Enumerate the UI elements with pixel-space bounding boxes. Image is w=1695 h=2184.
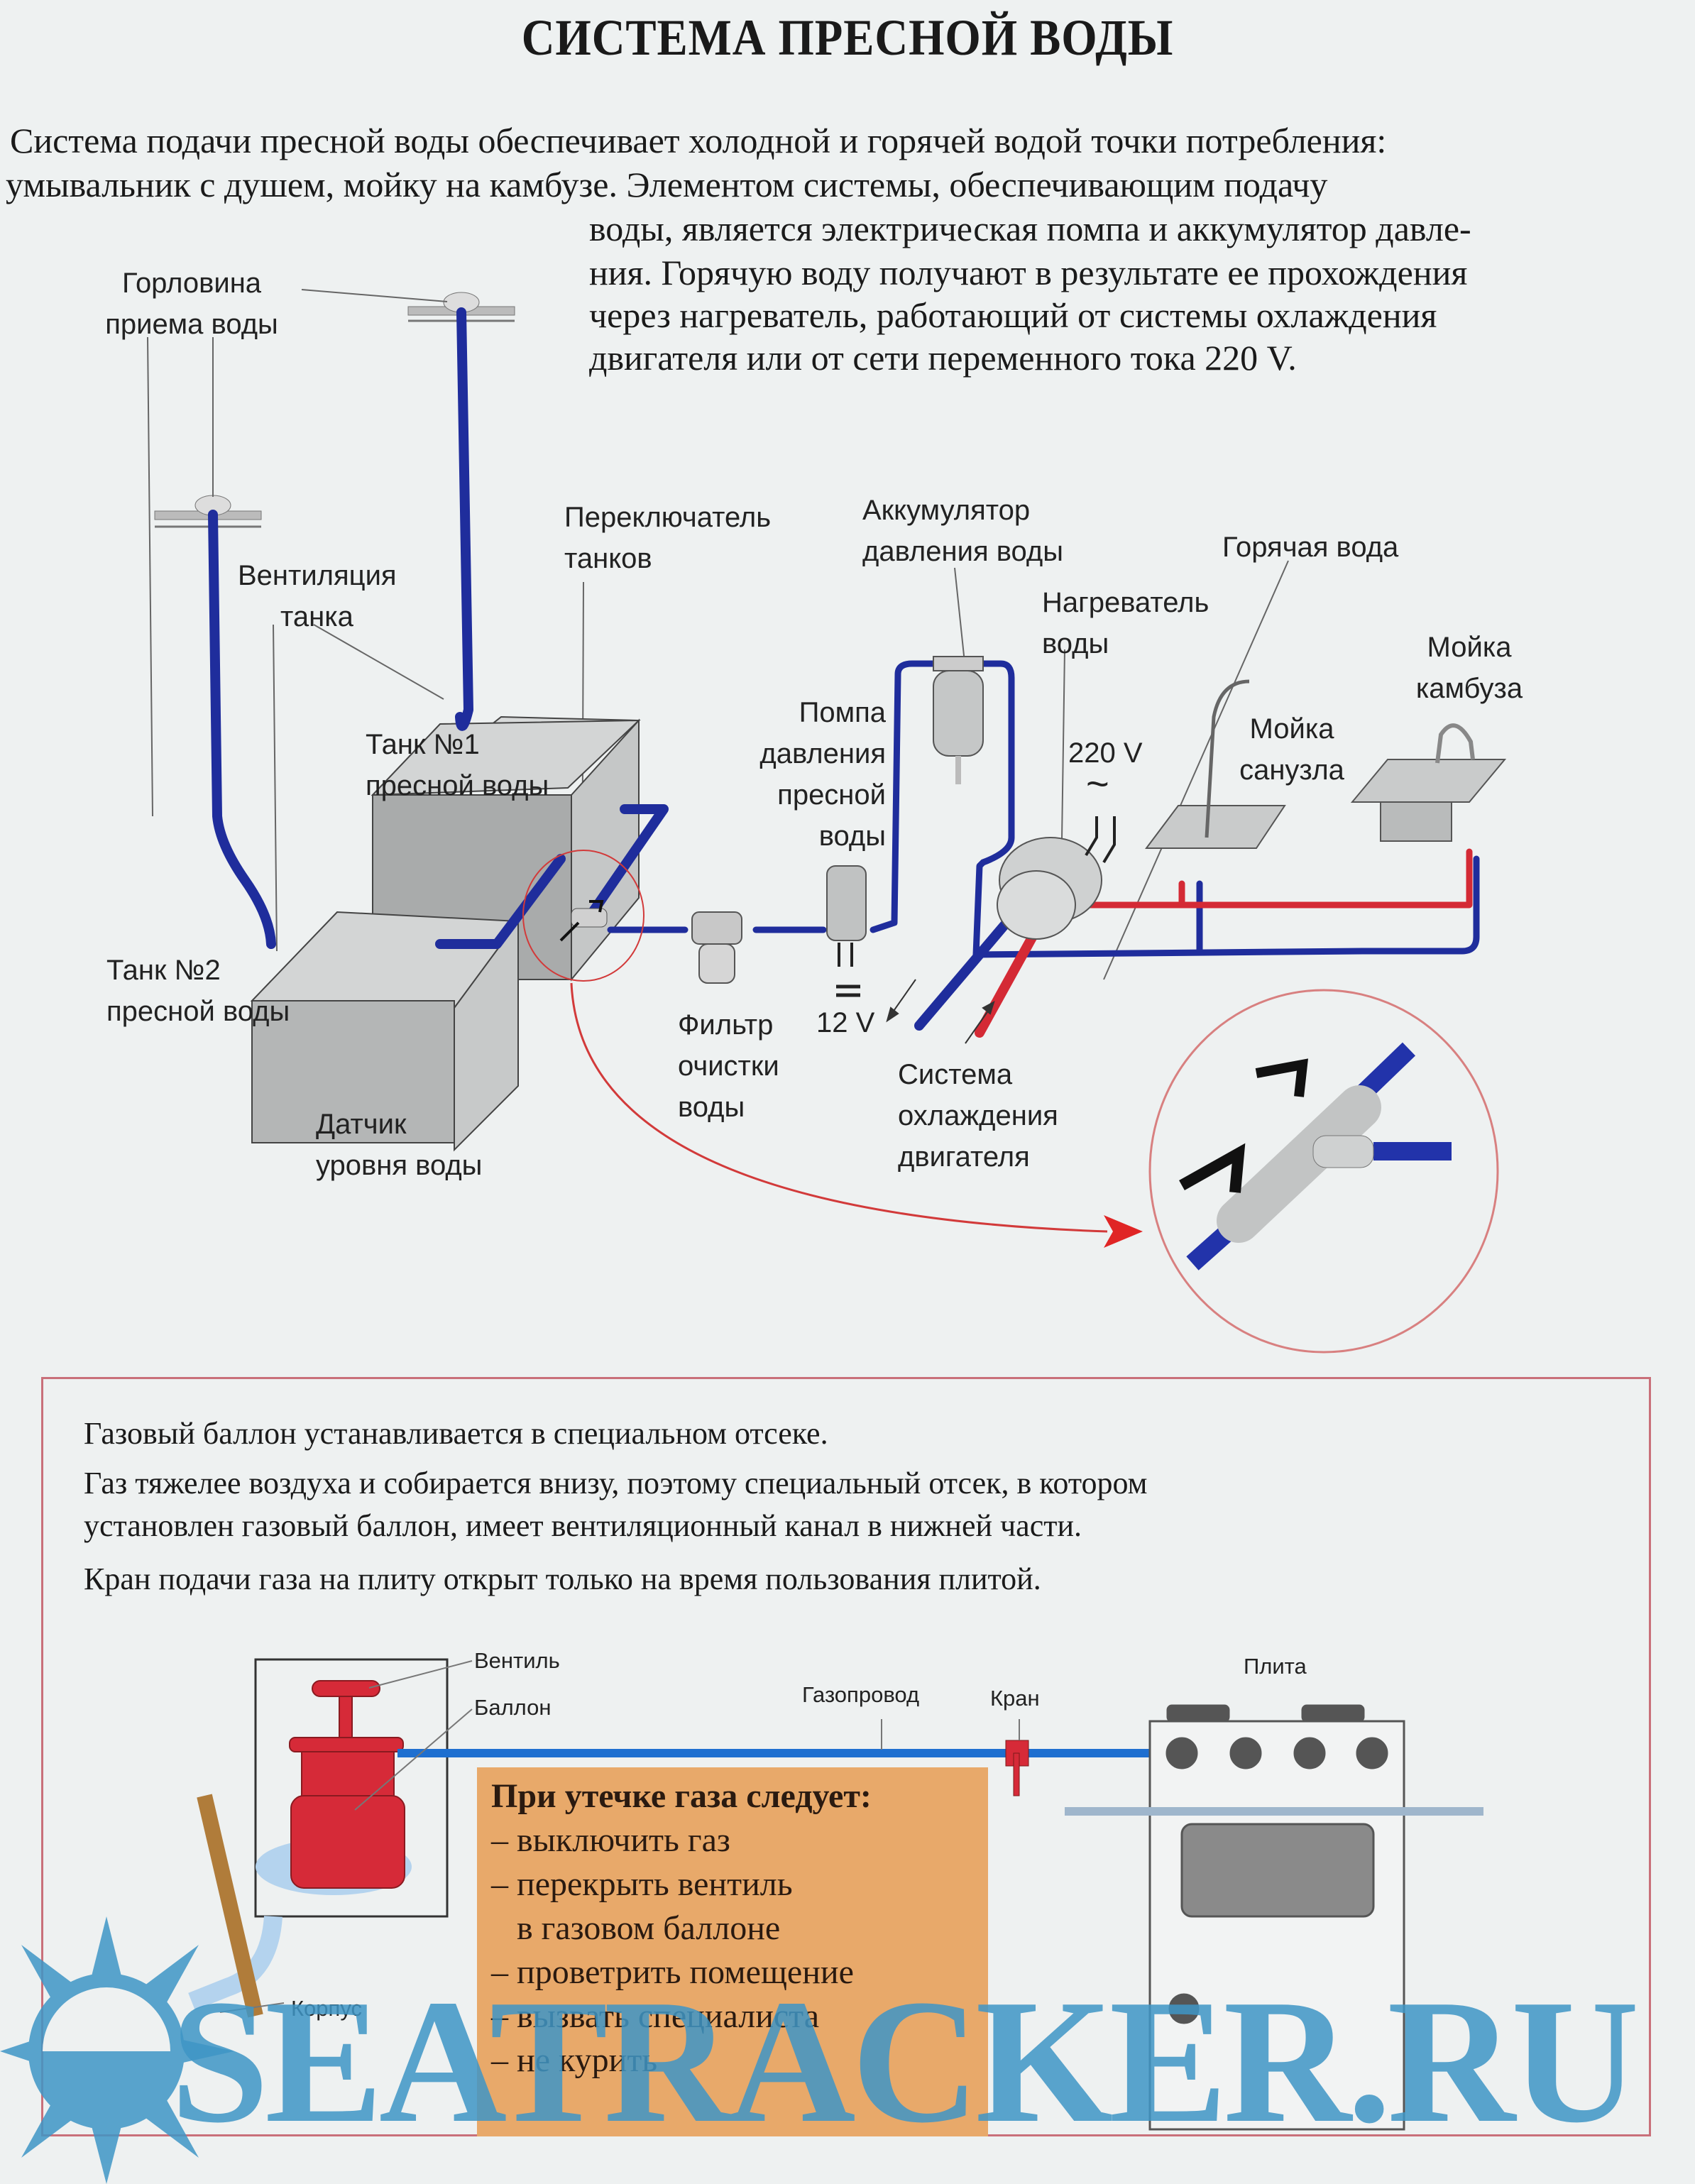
engine-cooling-pipes [914, 918, 1041, 1038]
selector-valve-zoom-circle [1148, 989, 1499, 1354]
label-head-sink: Мойка санузла [1239, 713, 1344, 786]
label-tank-1: Танк №1 пресной воды [366, 729, 549, 801]
watermark-text: SEATRACKER.RU [170, 1963, 1639, 2160]
callout-arrowhead [1104, 1215, 1143, 1248]
water-filter [691, 911, 742, 984]
label-tap: Кран [990, 1686, 1040, 1711]
label-valve: Вентиль [474, 1648, 560, 1673]
water-system-diagram [147, 289, 1507, 1354]
callout-arrow-line [570, 982, 1108, 1233]
selector-valve-zoom [1179, 1042, 1452, 1271]
label-engine-cooling: Система охлаждения двигателя [898, 1059, 1058, 1173]
label-tank-vent: Вентиляция танка [238, 560, 397, 632]
tank-2 [250, 911, 520, 1152]
selector-valve-highlight [522, 850, 644, 982]
ac-symbol: ~ [1086, 761, 1109, 806]
head-sink [1145, 679, 1286, 849]
gas-paragraph-3: Кран подачи газа на плиту открыт только … [84, 1562, 1041, 1596]
intro-line-1: Система подачи пресной воды обеспечивает… [10, 121, 1387, 160]
gas-leak-box: При утечке газа следует: – выключить газ… [477, 1767, 988, 2136]
label-gas-line: Газопровод [802, 1682, 920, 1707]
gas-paragraph-2a: Газ тяжелее воздуха и собирается внизу, … [84, 1466, 1148, 1500]
label-heater-voltage: 220 V [1068, 737, 1143, 769]
leak-heading: При утечке газа следует: [491, 1777, 872, 1815]
selector-valve [559, 900, 608, 942]
label-pump-voltage: 12 V [816, 1007, 875, 1038]
leak-item: – выключить газ [491, 1821, 730, 1859]
label-tank-selector: Переключатель танков [564, 502, 772, 574]
gas-paragraph-2b: установлен газовый баллон, имеет вентиля… [84, 1508, 1082, 1543]
galley-sink [1350, 723, 1507, 842]
label-accumulator: Аккумулятор давления воды [862, 495, 1063, 567]
filler-neck-deck-1 [154, 495, 262, 528]
leak-item: – перекрыть вентиль [491, 1865, 793, 1903]
flow-arrows [886, 979, 995, 1044]
leak-item: – вызвать специалиста [491, 1997, 820, 2035]
intro-line-2: умывальник с душем, мойку на камбузе. Эл… [6, 165, 1328, 204]
label-hot-water: Горячая вода [1222, 532, 1399, 563]
gas-paragraph-1: Газовый баллон устанавливается в специал… [84, 1416, 828, 1451]
label-level-sensor: Датчик уровня воды [316, 1109, 483, 1181]
label-galley-sink: Мойка камбуза [1415, 632, 1523, 704]
intro-line-6: двигателя или от сети переменного тока 2… [589, 338, 1297, 378]
label-stove: Плита [1244, 1654, 1307, 1679]
pressure-accumulator [933, 656, 984, 784]
label-filter: Фильтр очистки воды [678, 1009, 779, 1123]
page-title: СИСТЕМА ПРЕСНОЙ ВОДЫ [521, 9, 1174, 66]
leak-item: – проветрить помещение [491, 1953, 854, 1991]
intro-line-4: ния. Горячую воду получают в результате … [589, 253, 1468, 292]
water-heater [997, 816, 1116, 940]
label-heater: Нагреватель воды [1042, 587, 1209, 659]
intro-line-3: воды, является электрическая помпа и акк… [589, 209, 1471, 248]
label-cylinder: Баллон [474, 1695, 552, 1720]
supply-line [607, 660, 1480, 958]
label-filler-neck: Горловина приема воды [105, 268, 278, 340]
label-hull: Корпус [291, 1996, 362, 2021]
hot-water-pipes [1048, 848, 1473, 909]
leak-item: – не курить [491, 2041, 658, 2079]
pressure-pump [826, 865, 867, 997]
cold-water-pipes [208, 307, 669, 949]
leak-item: в газовом баллоне [491, 1909, 781, 1947]
label-pump: Помпа давления пресной воды [759, 697, 886, 852]
label-tank-2: Танк №2 пресной воды [106, 955, 290, 1027]
intro-line-5: через нагреватель, работающий от системы… [589, 295, 1437, 335]
